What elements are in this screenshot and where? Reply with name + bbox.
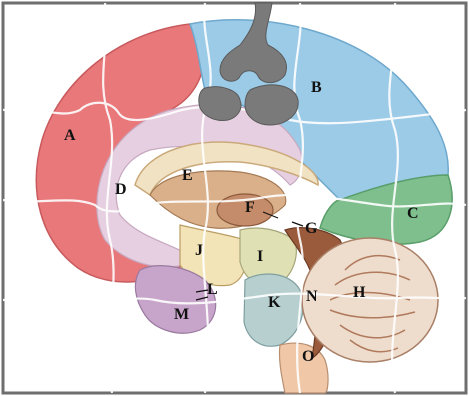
label-region-l: L (207, 282, 218, 298)
label-region-m: M (174, 307, 189, 323)
label-region-e: E (182, 168, 193, 184)
label-region-f: F (245, 200, 255, 216)
label-region-a: A (64, 128, 76, 144)
label-region-j: J (195, 243, 203, 259)
label-region-b: B (311, 80, 322, 96)
label-region-c: C (407, 206, 419, 222)
label-region-g: G (305, 221, 317, 237)
label-region-i: I (257, 249, 263, 265)
label-region-o: O (302, 349, 314, 365)
label-region-d: D (115, 182, 127, 198)
label-region-k: K (268, 295, 280, 311)
label-region-n: N (306, 289, 318, 305)
label-region-h: H (353, 285, 365, 301)
